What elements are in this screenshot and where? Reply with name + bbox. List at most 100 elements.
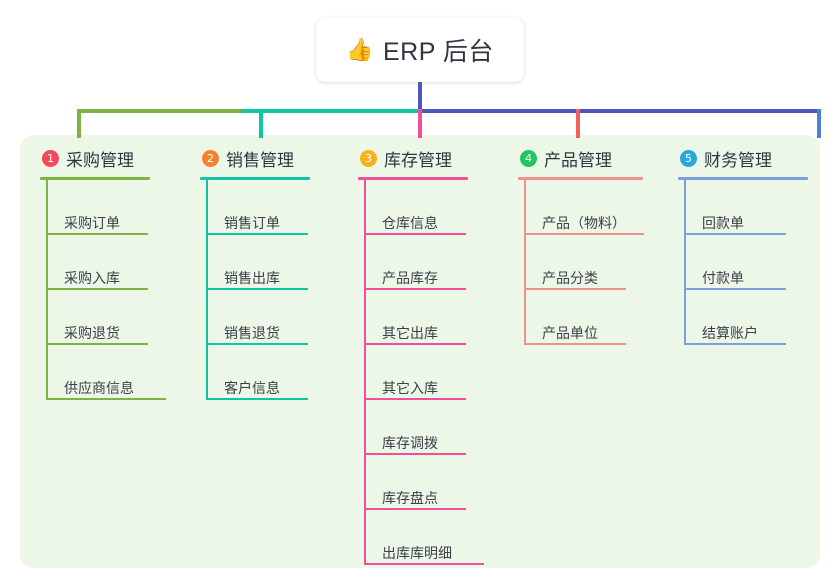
branch-underline bbox=[518, 177, 643, 180]
branch-title: 财务管理 bbox=[704, 150, 772, 170]
branch-item-label: 销售出库 bbox=[224, 270, 280, 286]
branch-spine bbox=[524, 180, 526, 345]
branch-item[interactable]: 采购订单 bbox=[46, 180, 190, 235]
branch-item-label: 产品（物料） bbox=[542, 215, 626, 231]
branch-item-underline bbox=[364, 233, 466, 235]
branch-item[interactable]: 回款单 bbox=[684, 180, 828, 235]
branch-title: 销售管理 bbox=[226, 150, 294, 170]
branch-item-underline bbox=[46, 343, 148, 345]
branch-item-label: 结算账户 bbox=[702, 325, 758, 341]
branch-item[interactable]: 采购退货 bbox=[46, 290, 190, 345]
branch-number-badge: 4 bbox=[520, 149, 537, 167]
branch-item-label: 采购退货 bbox=[64, 325, 120, 341]
branch-item-underline bbox=[46, 233, 148, 235]
branch-item-underline bbox=[206, 343, 308, 345]
branch-item-label: 其它出库 bbox=[382, 325, 438, 341]
branch-item-underline bbox=[364, 453, 466, 455]
branch-item-label: 销售订单 bbox=[224, 215, 280, 231]
branch-item-underline bbox=[524, 233, 644, 235]
branch-underline bbox=[40, 177, 150, 180]
branch-item[interactable]: 产品库存 bbox=[364, 235, 508, 290]
branch-item[interactable]: 出库库明细 bbox=[364, 510, 508, 565]
root-node-title: ERP 后台 bbox=[383, 38, 494, 66]
branch-items: 产品（物料） 产品分类产品单位 bbox=[524, 180, 678, 345]
branch-item-label: 库存调拨 bbox=[382, 435, 438, 451]
branch-drop-3 bbox=[418, 109, 422, 138]
branch-item-underline bbox=[206, 398, 308, 400]
branch-item-label: 库存盘点 bbox=[382, 490, 438, 506]
branch-item[interactable]: 其它入库 bbox=[364, 345, 508, 400]
branch-item-underline bbox=[206, 233, 308, 235]
branch-item-label: 采购订单 bbox=[64, 215, 120, 231]
branch-item-underline bbox=[364, 343, 466, 345]
branch-item-underline bbox=[46, 288, 148, 290]
branch-item[interactable]: 其它出库 bbox=[364, 290, 508, 345]
branch-items: 仓库信息产品库存其它出库其它入库库存调拨库存盘点出库库明细 bbox=[364, 180, 508, 565]
branch-item[interactable]: 供应商信息 bbox=[46, 345, 190, 400]
branch-drop-4 bbox=[576, 109, 580, 138]
bus-segment-right bbox=[418, 109, 821, 113]
bus-segment-middle bbox=[241, 109, 421, 113]
branch-items: 采购订单采购入库采购退货供应商信息 bbox=[46, 180, 190, 400]
branch-item-underline bbox=[524, 288, 626, 290]
branch-title: 产品管理 bbox=[544, 150, 612, 170]
branch-items: 回款单付款单结算账户 bbox=[684, 180, 828, 345]
branch-drop-1 bbox=[77, 109, 81, 138]
branch-item[interactable]: 结算账户 bbox=[684, 290, 828, 345]
branch-item[interactable]: 销售出库 bbox=[206, 235, 350, 290]
branch-drop-2 bbox=[259, 109, 263, 138]
branch-spine bbox=[206, 180, 208, 400]
branch-item[interactable]: 客户信息 bbox=[206, 345, 350, 400]
branch-item[interactable]: 库存盘点 bbox=[364, 455, 508, 510]
branch-title: 库存管理 bbox=[384, 150, 452, 170]
branch-item-underline bbox=[364, 508, 466, 510]
branch-item[interactable]: 产品单位 bbox=[524, 290, 678, 345]
branch-title: 采购管理 bbox=[66, 150, 134, 170]
branch-underline bbox=[358, 177, 468, 180]
branch-item-label: 销售退货 bbox=[224, 325, 280, 341]
branch-item-underline bbox=[684, 233, 786, 235]
branch-item[interactable]: 付款单 bbox=[684, 235, 828, 290]
branch-item-underline bbox=[684, 343, 786, 345]
branch-item[interactable]: 库存调拨 bbox=[364, 400, 508, 455]
branch-item-label: 其它入库 bbox=[382, 380, 438, 396]
branch-item[interactable]: 仓库信息 bbox=[364, 180, 508, 235]
branch-item-label: 产品分类 bbox=[542, 270, 598, 286]
thumbs-up-icon: 👍 bbox=[346, 37, 374, 62]
branch-drop-5 bbox=[817, 109, 821, 138]
branch-item[interactable]: 采购入库 bbox=[46, 235, 190, 290]
branch-item[interactable]: 产品分类 bbox=[524, 235, 678, 290]
branch-item-underline bbox=[46, 398, 166, 400]
branch-item[interactable]: 产品（物料） bbox=[524, 180, 678, 235]
branch-item-label: 仓库信息 bbox=[382, 215, 438, 231]
branch-item[interactable]: 销售退货 bbox=[206, 290, 350, 345]
branch-item-underline bbox=[206, 288, 308, 290]
branch-number-badge: 5 bbox=[680, 149, 697, 167]
branch-item-label: 采购入库 bbox=[64, 270, 120, 286]
root-stem-connector bbox=[418, 82, 422, 111]
branch-item-label: 客户信息 bbox=[224, 380, 280, 396]
branch-item-underline bbox=[684, 288, 786, 290]
branch-header-5[interactable]: 5 财务管理 bbox=[678, 146, 828, 170]
branch-item-label: 产品库存 bbox=[382, 270, 438, 286]
branch-underline bbox=[200, 177, 310, 180]
branch-header-4[interactable]: 4 产品管理 bbox=[518, 146, 678, 170]
branch-item-underline bbox=[364, 398, 466, 400]
branch-column-5: 5 财务管理回款单付款单结算账户 bbox=[678, 146, 828, 345]
bus-segment-left bbox=[77, 109, 262, 113]
branch-item-label: 回款单 bbox=[702, 215, 744, 231]
branch-item-underline bbox=[364, 563, 484, 565]
branch-items: 销售订单销售出库销售退货客户信息 bbox=[206, 180, 350, 400]
branch-item[interactable]: 销售订单 bbox=[206, 180, 350, 235]
root-node[interactable]: 👍 ERP 后台 bbox=[316, 18, 524, 82]
branch-underline bbox=[678, 177, 808, 180]
branch-spine bbox=[46, 180, 48, 400]
root-node-label: 👍 ERP 后台 bbox=[346, 32, 494, 68]
branch-item-underline bbox=[524, 343, 626, 345]
